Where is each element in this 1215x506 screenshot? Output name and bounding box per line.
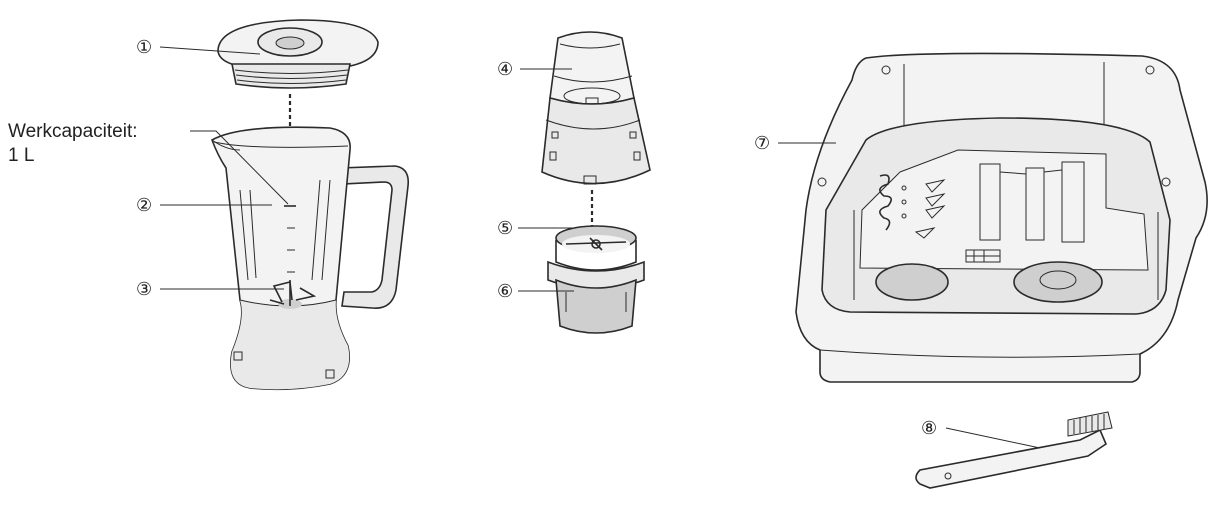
capacity-label: Werkcapaciteit: [8,121,138,142]
mill-blade-illustration [555,225,637,271]
callout-blade: ③ [136,279,153,299]
callout-mill-cup: ④ [497,59,514,79]
callout-jug: ② [136,195,153,215]
callout-lid: ① [136,37,153,57]
callout-storage-box: ⑦ [754,133,771,153]
callout-mill-blade: ⑤ [497,218,514,238]
capacity-value: 1 L [8,145,35,166]
mill-cup-illustration [541,31,651,185]
callout-mill-base: ⑥ [497,281,514,301]
lid-illustration [217,19,379,89]
callout-brush: ⑧ [921,418,938,438]
storage-box-illustration [795,52,1208,383]
jug-illustration [211,126,410,391]
leader-lines [159,46,1041,449]
mill-base-illustration [547,260,645,334]
brush-illustration [915,411,1113,489]
